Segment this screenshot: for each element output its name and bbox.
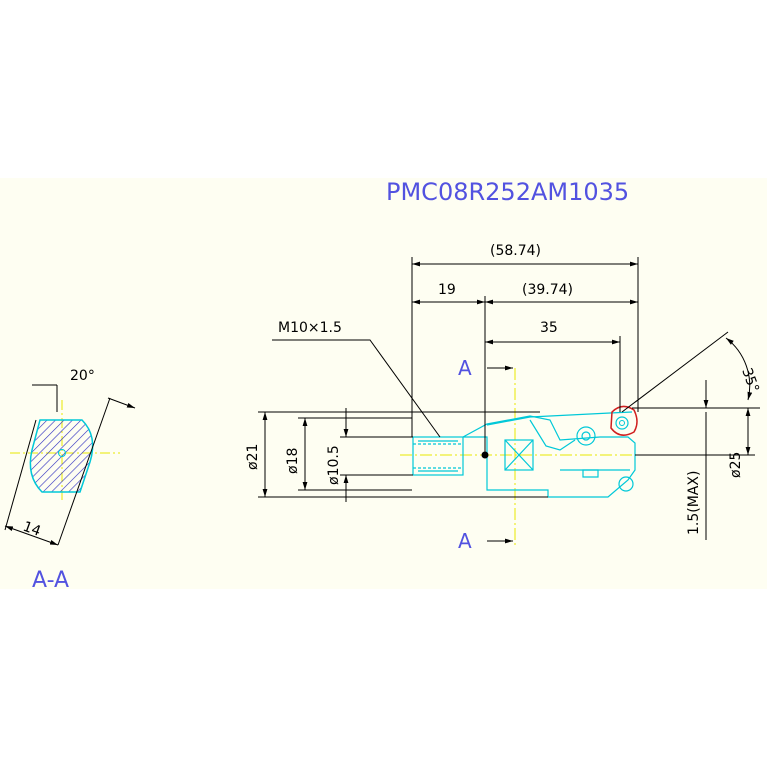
section-width-label: 14	[21, 519, 43, 540]
section-width-dim	[4, 525, 59, 546]
dia-21-label: ø21	[245, 444, 261, 470]
section-a-a-view: 20° 14 A-A	[4, 368, 136, 593]
angle-line	[621, 331, 729, 413]
cutting-insert	[610, 405, 638, 436]
threaded-shank	[412, 436, 464, 476]
tool-body	[412, 411, 636, 498]
thread-leader	[272, 339, 441, 438]
thread-label: M10×1.5	[278, 320, 342, 336]
section-angle-label: 20°	[70, 368, 95, 384]
dia-10-5-label: ø10.5	[326, 445, 342, 485]
reach-label: (39.74)	[522, 282, 573, 298]
main-view: (58.74) 19 (39.74) 35 M10×1.5 A A	[245, 243, 762, 553]
max-depth-label: 1.5(MAX)	[686, 471, 702, 535]
dia-25-label: ø25	[728, 452, 744, 478]
section-center-hole	[58, 449, 66, 457]
angle-label: 35°	[738, 366, 762, 395]
drawing-title: PMC08R252AM1035	[386, 178, 629, 206]
pin-hole	[618, 476, 634, 492]
pitch-length-label: 35	[540, 320, 558, 336]
angle-arc	[725, 337, 753, 401]
dia-18-label: ø18	[285, 448, 301, 474]
section-mark-bottom: A	[458, 529, 472, 553]
shank-offset-label: 19	[438, 282, 456, 298]
overall-dim-label: (58.74)	[490, 243, 541, 259]
clamp-screw	[576, 426, 596, 446]
section-mark-top: A	[458, 356, 472, 380]
extension-lines	[411, 257, 639, 455]
flat-face	[504, 439, 534, 471]
section-title: A-A	[32, 568, 69, 593]
drawing-sheet	[0, 178, 767, 589]
diameter-extension-lines	[258, 411, 548, 498]
